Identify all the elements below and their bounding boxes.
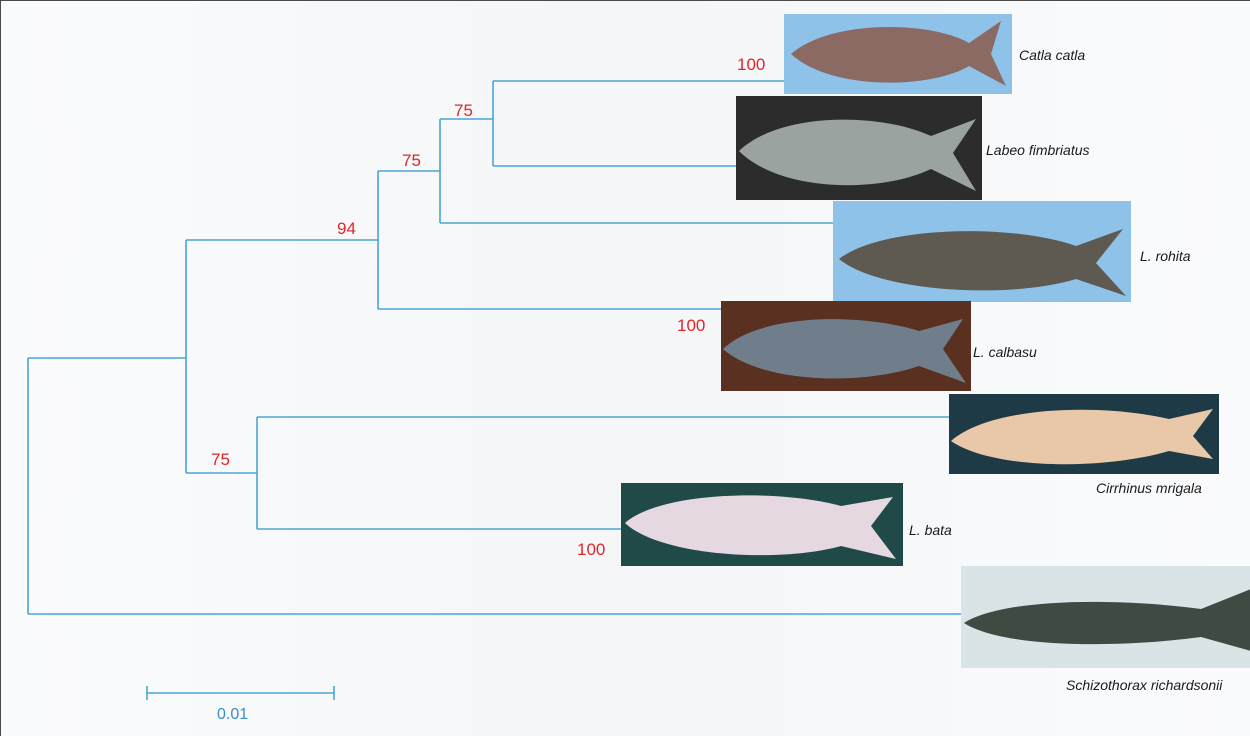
scale-bar: 0.01 (146, 686, 335, 723)
node-75-mrigala-branch (256, 416, 949, 530)
bootstrap-label: 75 (454, 101, 473, 120)
tree-branches (27, 80, 961, 615)
fish-image-schizothorax (961, 566, 1250, 668)
fish-image-calbasu (721, 301, 971, 391)
scale-bar-label: 0.01 (217, 706, 248, 723)
bootstrap-label: 75 (402, 151, 421, 170)
taxon-labels: Catla catla Labeo fimbriatus L. rohita L… (909, 47, 1223, 693)
node-94-branch (377, 170, 721, 310)
root-branch (27, 357, 961, 615)
fish-shape (839, 229, 1126, 296)
bootstrap-label: 100 (737, 55, 765, 74)
taxon-label-calbasu: L. calbasu (973, 344, 1037, 360)
fish-shape (951, 409, 1213, 465)
taxon-label-schizothorax: Schizothorax richardsonii (1066, 677, 1223, 693)
fish-image-catla (784, 14, 1012, 94)
bootstrap-label: 75 (211, 450, 230, 469)
fish-shape (739, 119, 976, 191)
fish-shape (625, 495, 896, 559)
bootstrap-label: 94 (337, 219, 356, 238)
fish-image-rohita (833, 201, 1131, 302)
fish-image-bata (621, 483, 903, 566)
fish-shape (723, 319, 966, 383)
node-75-catla-branch (492, 80, 786, 167)
bootstrap-values: 100 75 75 94 100 75 100 (211, 55, 765, 559)
scale-bar-line (146, 686, 335, 700)
bootstrap-label: 100 (677, 316, 705, 335)
taxon-label-rohita: L. rohita (1140, 248, 1191, 264)
node-75-rohita-branch (439, 118, 833, 224)
taxon-label-fimbriatus: Labeo fimbriatus (986, 142, 1090, 158)
taxon-label-bata: L. bata (909, 522, 952, 538)
bootstrap-label: 100 (577, 540, 605, 559)
ingroup-branch (185, 239, 378, 474)
fish-shape (791, 21, 1006, 86)
fish-image-mrigala (949, 394, 1219, 474)
taxon-label-mrigala: Cirrhinus mrigala (1096, 480, 1202, 496)
taxon-label-catla: Catla catla (1019, 47, 1085, 63)
fish-shape (964, 589, 1250, 651)
fish-image-fimbriatus (736, 96, 982, 200)
